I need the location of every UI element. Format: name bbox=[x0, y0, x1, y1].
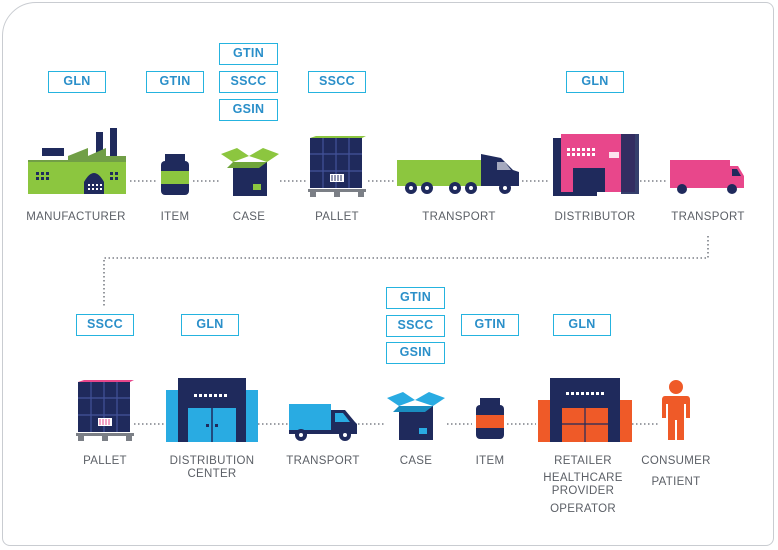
label-line: PROVIDER bbox=[551, 485, 615, 497]
gln-tag: GLN bbox=[566, 71, 624, 93]
stage-label-item: ITEM bbox=[160, 211, 190, 223]
warehouse-icon bbox=[553, 134, 639, 196]
stage-label-transport: TRANSPORT bbox=[422, 211, 496, 223]
gln-tag: GLN bbox=[181, 314, 239, 336]
store-icon bbox=[538, 378, 632, 442]
stage-label-pallet: PALLET bbox=[83, 455, 127, 467]
gtin-tag: GTIN bbox=[386, 287, 445, 309]
gtin-tag: GTIN bbox=[461, 314, 519, 336]
label-line: HEALTHCARE bbox=[543, 472, 623, 484]
stage-label-transport: TRANSPORT bbox=[286, 455, 360, 467]
truck-icon bbox=[289, 404, 357, 441]
stage-label-case: CASE bbox=[232, 211, 266, 223]
sscc-tag: SSCC bbox=[386, 315, 445, 337]
truck-icon bbox=[397, 154, 519, 194]
stage-label-pallet: PALLET bbox=[315, 211, 359, 223]
box-icon bbox=[221, 148, 279, 196]
gln-tag: GLN bbox=[48, 71, 106, 93]
gtin-tag: GTIN bbox=[219, 43, 278, 65]
jar-icon bbox=[476, 398, 504, 439]
label-line: DISTRIBUTION bbox=[169, 455, 255, 467]
label-line: CONSUMER bbox=[641, 455, 711, 467]
stage-label-manufacturer: MANUFACTURER bbox=[26, 211, 126, 223]
stage-label-retailer: RETAILER HEALTHCARE PROVIDER OPERATOR bbox=[530, 455, 636, 516]
box-icon bbox=[387, 392, 445, 440]
person-icon bbox=[662, 380, 690, 440]
stage-label-item: ITEM bbox=[475, 455, 505, 467]
warehouse-icon bbox=[166, 378, 258, 442]
gtin-tag: GTIN bbox=[146, 71, 204, 93]
label-line: CENTER bbox=[187, 468, 237, 480]
pallet-icon bbox=[308, 136, 366, 197]
stage-label-transport: TRANSPORT bbox=[671, 211, 745, 223]
sscc-tag: SSCC bbox=[308, 71, 366, 93]
label-line: PATIENT bbox=[651, 476, 701, 488]
factory-icon bbox=[28, 128, 126, 194]
label-line: OPERATOR bbox=[550, 503, 616, 515]
van-icon bbox=[670, 160, 744, 194]
stage-label-consumer: CONSUMER PATIENT bbox=[634, 455, 718, 489]
stage-label-distributor: DISTRIBUTOR bbox=[554, 211, 636, 223]
label-line: RETAILER bbox=[554, 455, 612, 467]
stage-label-case: CASE bbox=[399, 455, 433, 467]
jar-icon bbox=[161, 154, 189, 195]
sscc-tag: SSCC bbox=[219, 71, 278, 93]
gsin-tag: GSIN bbox=[386, 342, 445, 364]
sscc-tag: SSCC bbox=[76, 314, 134, 336]
gln-tag: GLN bbox=[553, 314, 611, 336]
pallet-icon bbox=[76, 380, 134, 441]
gsin-tag: GSIN bbox=[219, 99, 278, 121]
stage-label-distribution-center: DISTRIBUTION CENTER bbox=[160, 455, 264, 481]
